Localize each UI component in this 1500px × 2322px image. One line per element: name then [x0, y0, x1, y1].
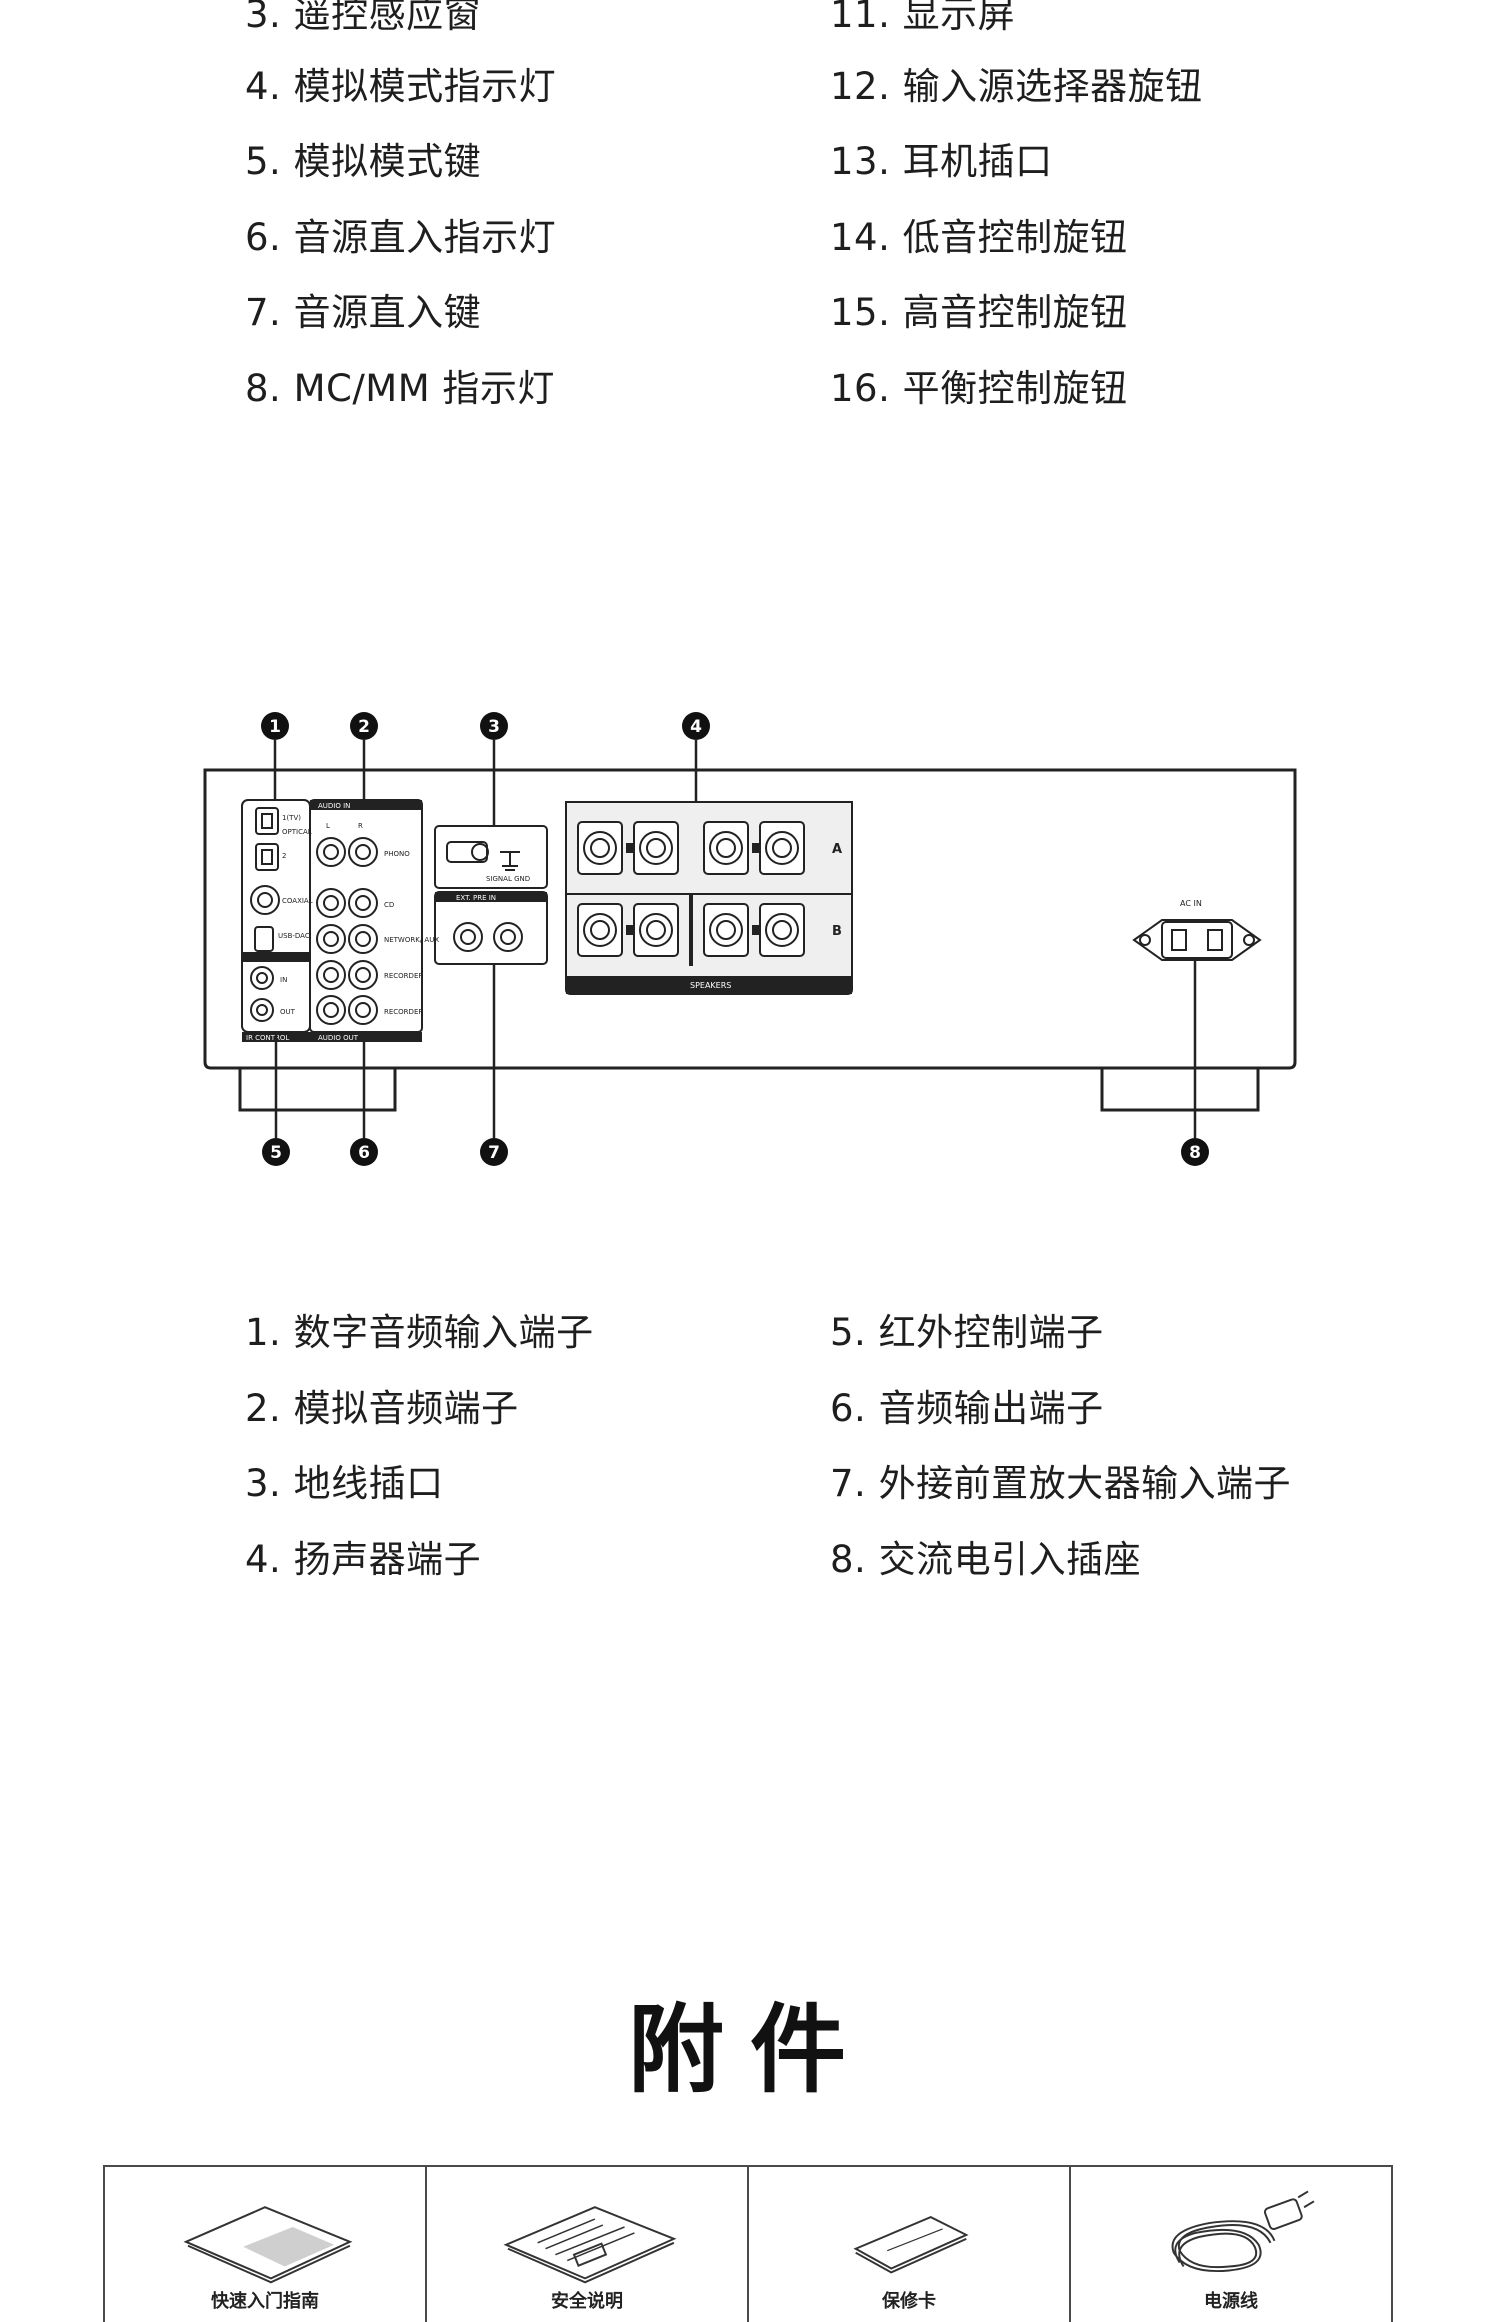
callout-2: 2 — [358, 717, 370, 737]
label-ir-in: IN — [280, 976, 287, 984]
front-legend-item: 14. 低音控制旋钮 — [830, 216, 1128, 259]
analog-audio-block — [309, 799, 423, 1033]
quick-start-guide-icon — [183, 2206, 353, 2284]
accessory-label: 安全说明 — [551, 2291, 623, 2312]
front-legend-item: 13. 耳机插口 — [830, 140, 1053, 183]
label-optical: OPTICAL — [282, 828, 312, 836]
accessory-warranty: 保修卡 — [747, 2165, 1071, 2322]
label-signal-gnd: SIGNAL GND — [486, 875, 530, 883]
callout-7: 7 — [488, 1143, 500, 1163]
signal-gnd-block — [434, 825, 548, 965]
label-phono: PHONO — [384, 850, 410, 858]
rear-legend-item: 6. 音频输出端子 — [830, 1387, 1104, 1430]
label-recorder-in: RECORDER — [384, 972, 423, 980]
label-ext-pre: EXT. PRE IN — [456, 894, 496, 902]
front-legend-item: 15. 高音控制旋钮 — [830, 291, 1128, 334]
audio-out-footer — [310, 1032, 422, 1042]
label-l: L — [326, 822, 330, 830]
label-audio-in: AUDIO IN — [318, 802, 350, 810]
label-optical-2: 2 — [282, 852, 286, 860]
label-row-b: B — [832, 924, 842, 939]
accessory-label: 电源线 — [1204, 2291, 1258, 2312]
label-usb-dac: USB-DAC — [278, 932, 310, 940]
front-legend-item: 8. MC/MM 指示灯 — [245, 367, 555, 410]
callout-3: 3 — [488, 717, 500, 737]
rear-legend-item: 1. 数字音频输入端子 — [245, 1311, 594, 1354]
speaker-terminals-block — [565, 801, 853, 995]
callout-4: 4 — [690, 717, 702, 737]
front-legend-item: 11. 显示屏 — [830, 0, 1016, 36]
rear-legend-item: 2. 模拟音频端子 — [245, 1387, 519, 1430]
speakers-footer — [566, 976, 852, 994]
accessory-quick-start: 快速入门指南 — [103, 2165, 427, 2322]
label-ir-control: IR CONTROL — [246, 1034, 289, 1042]
rear-legend-item: 5. 红外控制端子 — [830, 1311, 1104, 1354]
front-legend-item: 4. 模拟模式指示灯 — [245, 65, 557, 108]
safety-instructions-icon — [503, 2206, 677, 2284]
warranty-card-icon — [853, 2216, 969, 2274]
label-optical-1: 1(TV) — [282, 814, 301, 822]
ext-pre-header — [435, 892, 547, 902]
front-legend-item: 16. 平衡控制旋钮 — [830, 367, 1128, 410]
audio-in-header — [310, 800, 422, 810]
front-legend-item: 3. 遥控感应窗 — [245, 0, 482, 36]
rear-legend-item: 8. 交流电引入插座 — [830, 1538, 1142, 1581]
front-legend-item: 12. 输入源选择器旋钮 — [830, 65, 1203, 108]
rear-legend-item: 3. 地线插口 — [245, 1462, 444, 1505]
accessories-title: 附件 — [628, 1994, 872, 2106]
front-legend-item: 5. 模拟模式键 — [245, 140, 482, 183]
rear-legend-item: 4. 扬声器端子 — [245, 1538, 482, 1581]
accessory-label: 快速入门指南 — [211, 2291, 319, 2312]
front-legend-item: 7. 音源直入键 — [245, 291, 482, 334]
label-audio-out: AUDIO OUT — [318, 1034, 359, 1042]
callout-8: 8 — [1189, 1143, 1201, 1163]
label-ir-out: OUT — [280, 1008, 296, 1016]
accessory-safety: 安全说明 — [425, 2165, 749, 2322]
power-cord-icon — [1171, 2190, 1315, 2273]
callout-1: 1 — [269, 717, 281, 737]
label-recorder-out: RECORDER — [384, 1008, 423, 1016]
label-speakers: SPEAKERS — [690, 981, 731, 990]
callouts-top: 1 2 3 4 — [261, 712, 710, 740]
label-row-a: A — [832, 842, 842, 857]
label-network-aux: NETWORK/ AUX — [384, 936, 439, 944]
label-ac-in: AC IN — [1180, 899, 1202, 908]
label-coaxial: COAXIAL — [282, 897, 313, 905]
callout-5: 5 — [270, 1143, 282, 1163]
label-r: R — [358, 822, 363, 830]
accessory-power-cord: 电源线 — [1069, 2165, 1393, 2322]
front-legend-item: 6. 音源直入指示灯 — [245, 216, 557, 259]
ac-inlet — [1132, 919, 1262, 961]
rear-legend-item: 7. 外接前置放大器输入端子 — [830, 1462, 1292, 1505]
callout-6: 6 — [358, 1143, 370, 1163]
label-cd: CD — [384, 901, 394, 909]
audio-in-bar — [242, 952, 310, 962]
callouts-bottom: 5 6 7 8 — [262, 1138, 1209, 1166]
accessory-label: 保修卡 — [882, 2291, 936, 2312]
rear-panel-diagram: 1(TV) OPTICAL 2 COAXIAL USB-DAC IN OUT I… — [203, 712, 1297, 1166]
